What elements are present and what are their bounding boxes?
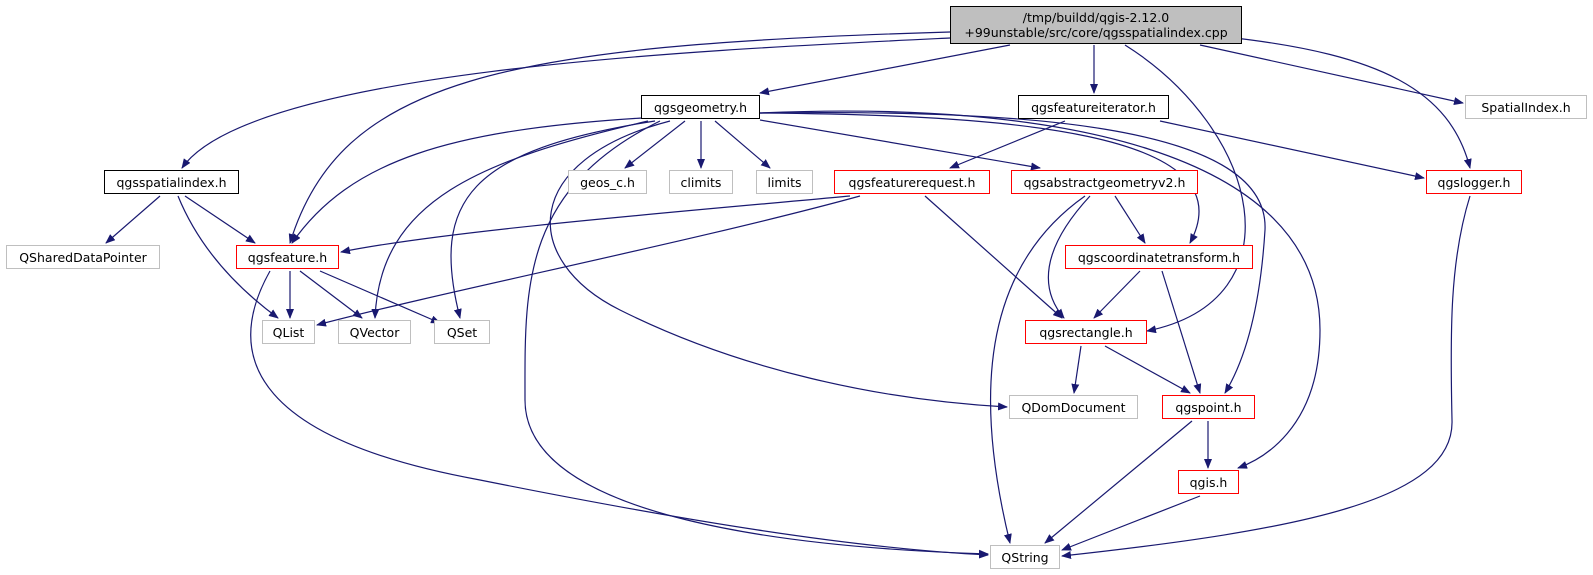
node-geos-c-h: geos_c.h (568, 170, 647, 194)
node-qgscoordinatetransform-h[interactable]: qgscoordinatetransform.h (1065, 245, 1253, 269)
node-spatialindex-h: SpatialIndex.h (1465, 95, 1587, 119)
edge-root-to-qgsspatialindex (181, 37, 951, 169)
node-qgsfeature-h[interactable]: qgsfeature.h (236, 245, 339, 269)
node-qgspoint-h[interactable]: qgspoint.h (1162, 395, 1255, 419)
node-qgsabstractgeometryv2-h[interactable]: qgsabstractgeometryv2.h (1011, 170, 1198, 194)
edge-root-to-qgslogger (1234, 37, 1472, 169)
edge-qgscoordinatetransform-to-qgsrectangle (1093, 270, 1141, 319)
node-qshareddatapointer: QSharedDataPointer (6, 245, 160, 269)
node-qgis-h[interactable]: qgis.h (1178, 470, 1239, 494)
edge-qgsfeature-to-qstring (250, 270, 989, 559)
edge-qgsspatialindex-to-qlist (177, 195, 279, 319)
node-qset: QSet (434, 320, 490, 344)
edge-qgsgeometry-to-qgsfeature (291, 117, 643, 244)
edge-qgsfeaturerequest-to-qgsrectangle (924, 195, 1063, 319)
edge-root-to-qgsfeature (288, 31, 951, 244)
edge-qgsgeometry-to-qgsabstractgeometryv2 (759, 119, 1041, 171)
edge-qgsgeometry-to-qgscoordinatetransform (759, 112, 1200, 244)
node-qgsrectangle-h[interactable]: qgsrectangle.h (1025, 320, 1147, 344)
root-label-line2: +99unstable/src/core/qgsspatialindex.cpp (964, 25, 1228, 40)
edge-qgsspatialindex-to-qshareddatapointer (105, 195, 161, 244)
edge-root-to-spatialindex (1199, 44, 1464, 105)
edge-group (105, 31, 1472, 559)
edge-qgsgeometry-to-qset (450, 120, 656, 319)
edge-qgsrectangle-to-qdomdocument (1071, 345, 1082, 394)
edge-qgsfeatureiterator-to-qgslogger (1159, 120, 1425, 181)
node-qgslogger-h[interactable]: qgslogger.h (1426, 170, 1522, 194)
edge-qgsgeometry-to-qgis (759, 110, 1321, 469)
edge-qgsabstractgeometryv2-to-qgscoordinatetransform (1114, 195, 1146, 244)
edge-qgis-to-qstring (1061, 495, 1201, 551)
node-qstring: QString (990, 545, 1060, 569)
node-qgsgeometry-h[interactable]: qgsgeometry.h (641, 95, 760, 119)
edge-qgsgeometry-to-qvector (371, 120, 649, 319)
node-limits: limits (756, 170, 813, 194)
edge-qgsfeatureiterator-to-qgsfeaturerequest (949, 120, 1066, 169)
node-qgsspatialindex-cpp: /tmp/buildd/qgis-2.12.0 +99unstable/src/… (950, 6, 1242, 44)
edge-root-to-qgsrectangle (1124, 44, 1246, 334)
edge-qgsgeometry-to-qstring (524, 120, 989, 558)
root-label-line1: /tmp/buildd/qgis-2.12.0 (1022, 10, 1170, 25)
edge-qgsrectangle-to-qgspoint (1104, 345, 1191, 394)
edge-qgspoint-to-qstring (1044, 420, 1193, 544)
edge-qgsfeaturerequest-to-qlist (316, 195, 861, 327)
node-qgsfeaturerequest-h[interactable]: qgsfeaturerequest.h (834, 170, 990, 194)
node-qdomdocument: QDomDocument (1009, 395, 1138, 419)
edge-qgscoordinatetransform-to-qgspoint (1161, 270, 1202, 394)
node-qgsfeatureiterator-h[interactable]: qgsfeatureiterator.h (1018, 95, 1169, 119)
edge-root-to-qgsgeometry (759, 44, 1011, 96)
node-qlist: QList (262, 320, 315, 344)
node-climits: climits (669, 170, 733, 194)
edge-qgsgeometry-to-qdomdocument (549, 120, 1008, 411)
edge-qgsfeature-to-qvector (299, 270, 363, 319)
edge-qgsfeature-to-qset (319, 270, 441, 324)
node-qvector: QVector (338, 320, 411, 344)
edge-qgsgeometry-to-geos-c (624, 120, 686, 169)
edge-qgsfeaturerequest-to-qgsfeature (340, 195, 851, 255)
edge-qgsgeometry-to-limits (714, 120, 771, 169)
node-qgsspatialindex-h[interactable]: qgsspatialindex.h (104, 170, 239, 194)
edge-qgsabstractgeometryv2-to-qstring (989, 195, 1086, 544)
edge-qgslogger-to-qstring (1061, 195, 1471, 559)
edge-qgsgeometry-to-qgspoint (759, 111, 1266, 394)
edge-qgsspatialindex-to-qgsfeature (184, 195, 256, 244)
edge-qgsabstractgeometryv2-to-qgsrectangle (1047, 195, 1091, 319)
